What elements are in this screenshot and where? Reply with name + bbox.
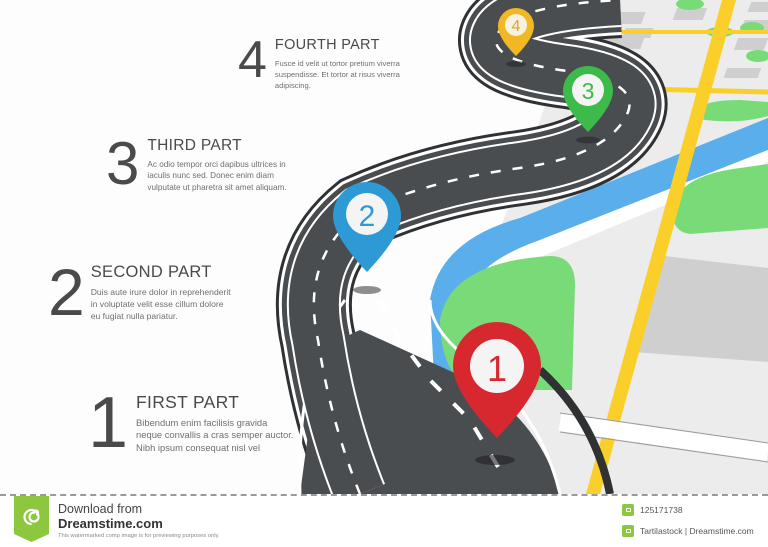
image-id: 125171738 <box>640 505 683 515</box>
step-title: THIRD PART <box>147 137 242 154</box>
step-number: 1 <box>88 383 129 463</box>
site-name[interactable]: Dreamstime.com <box>58 516 163 531</box>
dreamstime-logo-icon <box>14 496 49 542</box>
step-title: SECOND PART <box>90 263 212 281</box>
step-number: 3 <box>106 130 140 197</box>
credit-text[interactable]: Tartilastock | Dreamstime.com <box>640 526 754 536</box>
step-3: 3 THIRD PART Ac odio tempor orci dapibus… <box>106 130 287 197</box>
step-number: 4 <box>238 31 267 89</box>
image-id-row: 125171738 <box>622 504 683 516</box>
highway <box>586 0 736 494</box>
watermark-footer: Download from Dreamstime.com This waterm… <box>0 494 768 547</box>
pin-1: 1 <box>453 322 541 438</box>
road-map-illustration: 1 2 3 4 <box>275 0 768 494</box>
svg-text:1: 1 <box>487 348 507 389</box>
step-description: Ac odio tempor orci dapibus ultrices in … <box>147 159 287 192</box>
step-1: 1 FIRST PART Bibendum enim facilisis gra… <box>88 387 294 459</box>
step-4: 4 FOURTH PART Fusce id velit ut tortor p… <box>238 31 400 91</box>
image-icon <box>622 504 634 516</box>
step-description: Fusce id velit ut tortor pretium viverra… <box>274 58 400 90</box>
download-from-label: Download from <box>58 502 143 516</box>
pin-2: 2 <box>333 182 401 272</box>
step-title: FIRST PART <box>136 392 240 412</box>
step-2: 2 SECOND PART Duis aute irure dolor in r… <box>48 259 231 325</box>
camera-icon <box>622 525 634 537</box>
step-description: Bibendum enim facilisis gravida neque co… <box>136 416 294 453</box>
pin-4: 4 <box>498 8 534 56</box>
step-title: FOURTH PART <box>274 37 380 53</box>
infographic-scene: 1 2 3 4 4 FOURTH PART Fusce id velit ut … <box>48 0 768 494</box>
step-number: 2 <box>48 255 85 329</box>
watermark-disclaimer: This watermarked comp image is for previ… <box>58 533 220 539</box>
svg-text:2: 2 <box>359 200 376 233</box>
svg-text:4: 4 <box>512 18 521 35</box>
svg-text:3: 3 <box>582 78 595 104</box>
step-description: Duis aute irure dolor in reprehenderit i… <box>90 286 231 321</box>
credit-row: Tartilastock | Dreamstime.com <box>622 525 754 537</box>
pin-3: 3 <box>563 66 613 132</box>
